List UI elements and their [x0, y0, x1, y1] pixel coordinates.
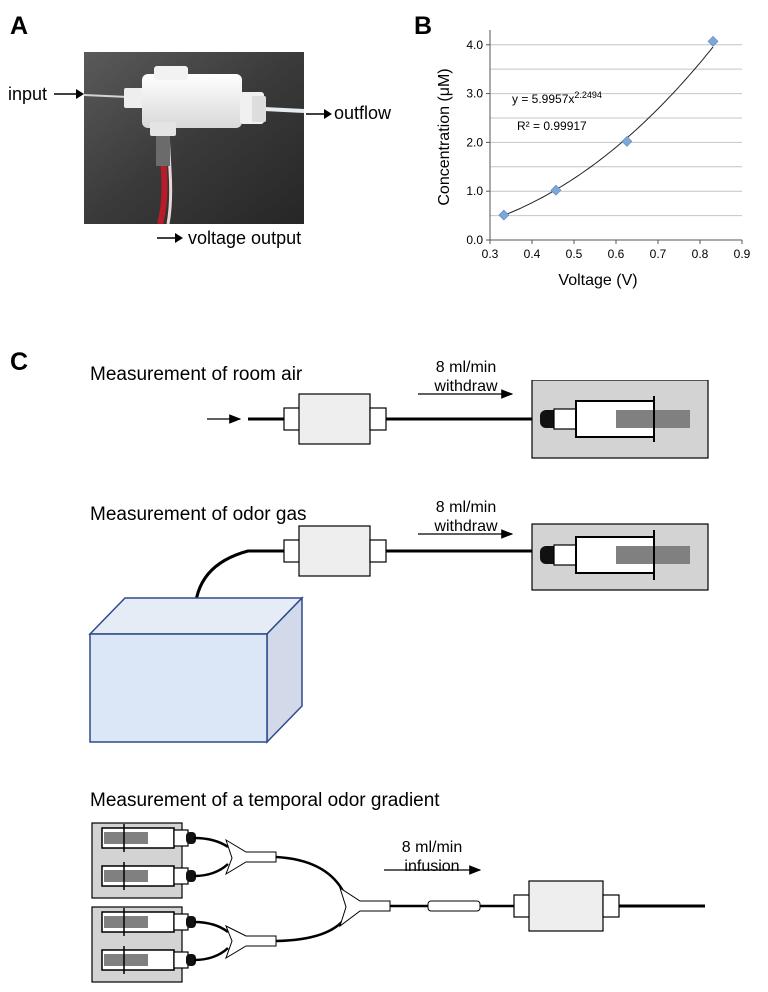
outflow-arrow-icon — [306, 109, 332, 119]
odor-box — [88, 596, 304, 744]
voltage-output-label: voltage output — [188, 228, 302, 248]
odor-gas-setup — [88, 523, 709, 744]
fit-equation: y = 5.9957x2.2494 — [512, 90, 602, 106]
room-air-setup — [207, 380, 709, 459]
y-axis-label: Concentration (μM) — [436, 68, 453, 205]
x-tick-label: 0.6 — [608, 247, 625, 261]
sensor-device — [298, 525, 371, 577]
fit-curve — [503, 46, 714, 216]
data-point — [621, 135, 633, 147]
syringe — [101, 908, 196, 936]
calibration-chart: 0.3 0.4 0.5 0.6 0.7 0.8 0.9 0.0 1.0 2.0 3.0 4.0 y … — [436, 30, 751, 289]
gradient-flow-label: 8 ml/min infusion — [384, 838, 480, 876]
x-tick-label: 0.7 — [650, 247, 667, 261]
chart-grid — [490, 44, 742, 217]
syringe — [101, 824, 196, 852]
syringe — [101, 946, 196, 974]
syringe-pump — [531, 523, 709, 591]
y-tick-label: 3.0 — [466, 87, 483, 101]
x-tick-label: 0.4 — [524, 247, 541, 261]
x-tick-label: 0.3 — [482, 247, 499, 261]
room-air-mode: withdraw — [434, 378, 498, 395]
outflow-label: outflow — [334, 103, 392, 123]
r-squared: R² = 0.99917 — [517, 119, 587, 133]
syringe — [101, 862, 196, 890]
x-tick-label: 0.8 — [692, 247, 709, 261]
y-tick-label: 2.0 — [466, 135, 483, 149]
x-tick-label: 0.5 — [566, 247, 583, 261]
data-point — [550, 184, 562, 196]
panel-letter-a: A — [10, 12, 29, 40]
odor-gas-title: Measurement of odor gas — [90, 504, 307, 525]
odor-gas-mode: withdraw — [434, 518, 498, 535]
gradient-setup — [91, 822, 705, 983]
odor-gas-rate: 8 ml/min — [435, 499, 497, 516]
room-air-title: Measurement of room air — [90, 364, 303, 385]
odor-gas-flow-label: 8 ml/min withdraw — [418, 498, 514, 536]
x-axis-label: Voltage (V) — [558, 272, 637, 289]
room-air-rate: 8 ml/min — [435, 359, 497, 376]
gradient-mode: infusion — [404, 858, 460, 875]
data-point — [707, 35, 719, 47]
input-label: input — [8, 84, 48, 104]
voltage-arrow-icon — [157, 233, 183, 243]
sensor-photo — [84, 52, 304, 224]
panel-letter-c: C — [10, 348, 29, 376]
setup-diagrams — [88, 380, 709, 983]
panel-letter-b: B — [414, 12, 433, 40]
sensor-device — [298, 393, 371, 445]
syringe-pump — [531, 380, 709, 459]
room-air-flow-label: 8 ml/min withdraw — [418, 358, 514, 396]
sensor-device — [528, 880, 604, 932]
data-point — [498, 209, 510, 221]
y-tick-label: 1.0 — [466, 184, 483, 198]
y-tick-label: 4.0 — [466, 38, 483, 52]
x-tick-label: 0.9 — [734, 247, 751, 261]
y-tick-label: 0.0 — [466, 233, 483, 247]
input-arrow-icon — [54, 89, 84, 99]
gradient-title: Measurement of a temporal odor gradient — [90, 790, 440, 811]
gradient-rate: 8 ml/min — [401, 839, 463, 856]
